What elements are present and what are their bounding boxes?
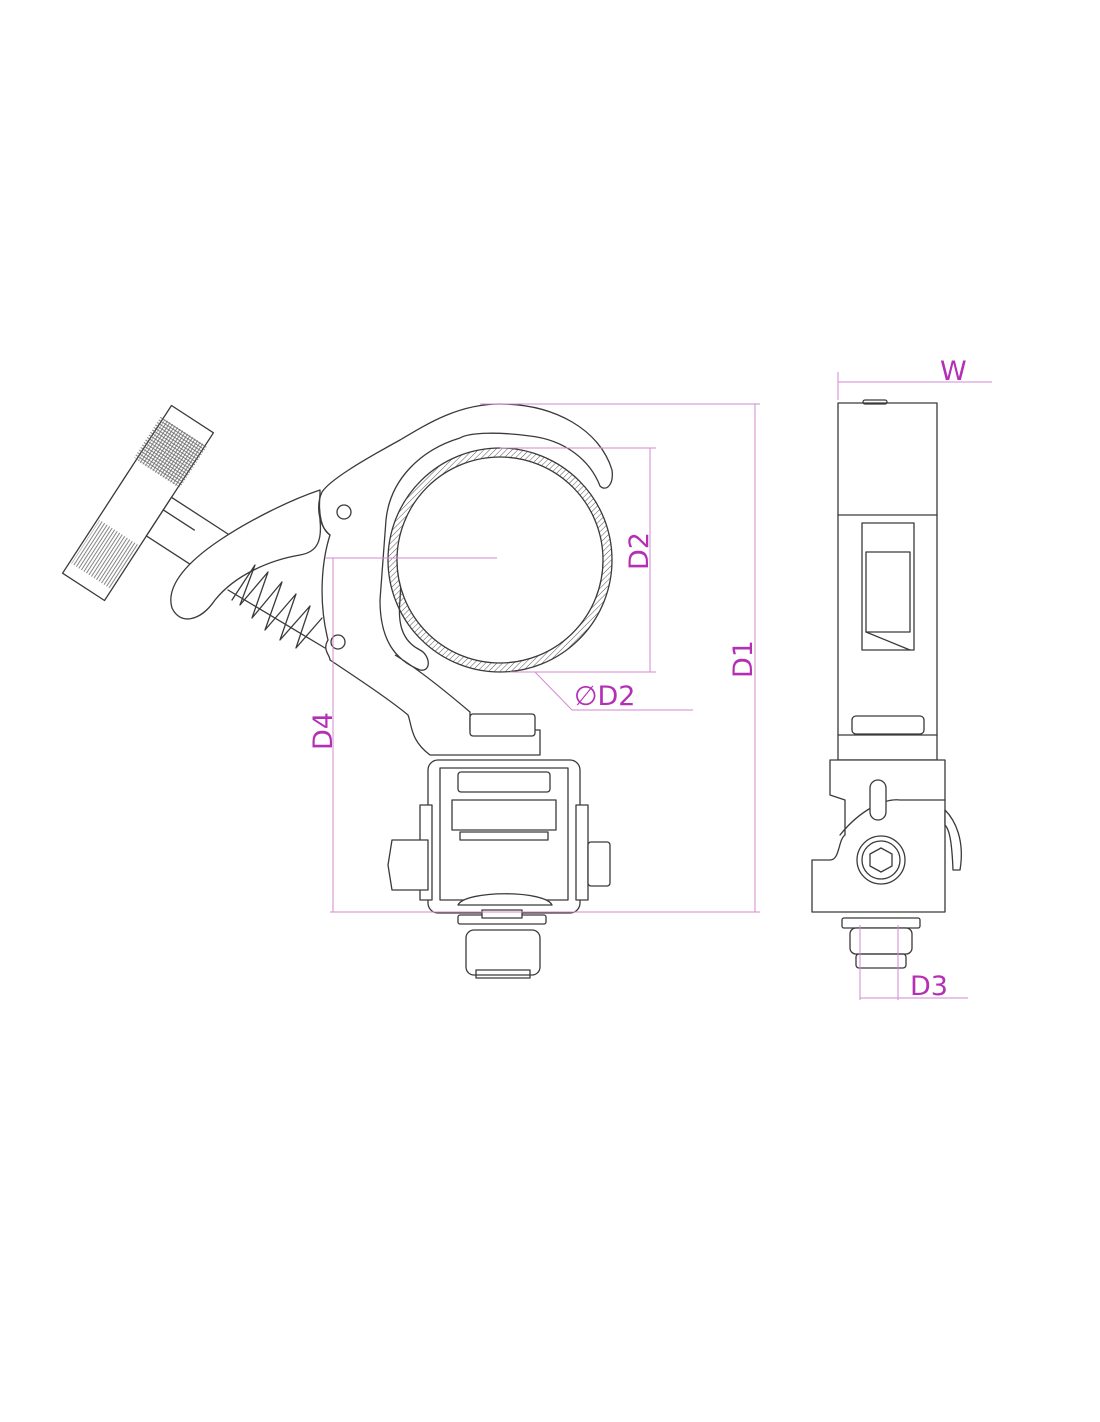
spring — [231, 564, 323, 649]
side-view — [811, 399, 962, 969]
label-d4: D4 — [308, 712, 339, 750]
label-d2-diameter: ∅D2 — [574, 681, 636, 712]
label-w: W — [940, 356, 967, 387]
dimension-labels: D1 D2 D4 ∅D2 W D3 — [308, 356, 967, 1002]
label-d3: D3 — [910, 971, 948, 1002]
clamp-body — [318, 403, 613, 756]
pin-lower — [330, 634, 346, 650]
label-d1: D1 — [728, 640, 759, 678]
hex-nut — [387, 839, 429, 891]
mount-assembly — [387, 713, 611, 979]
label-d2: D2 — [624, 532, 655, 570]
dimension-lines — [325, 372, 992, 1000]
release-lever — [170, 489, 322, 620]
pin-upper — [336, 504, 352, 520]
front-view — [61, 403, 613, 979]
hex-socket-icon — [869, 847, 893, 873]
